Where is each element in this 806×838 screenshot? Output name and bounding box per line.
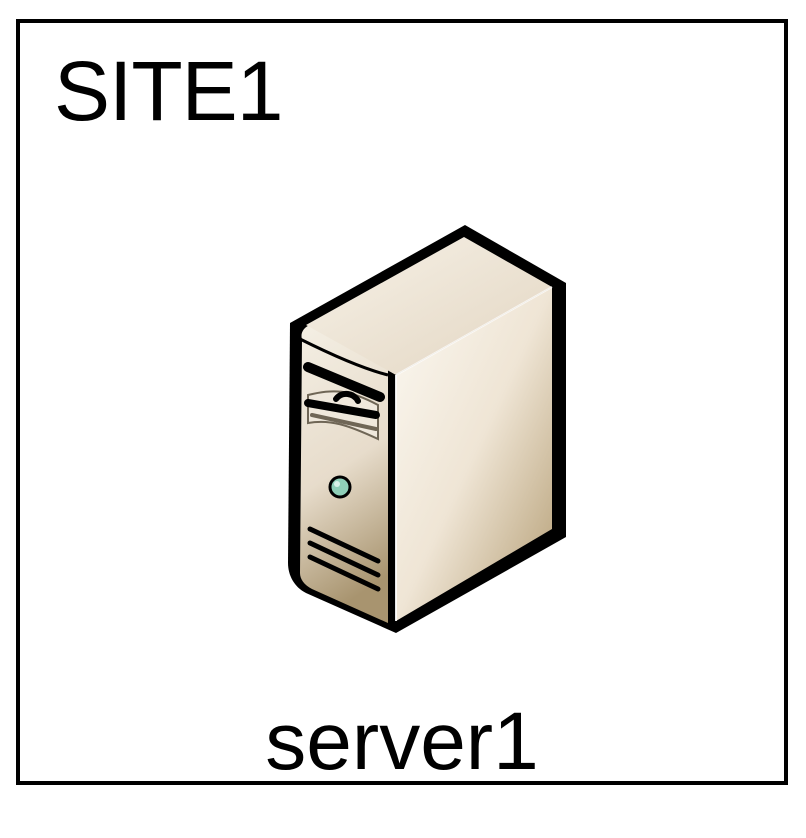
site-boundary: SITE1 <box>16 19 788 785</box>
server-tower-icon <box>288 225 566 633</box>
server-label: server1 <box>265 696 539 787</box>
site-label: SITE1 <box>54 44 283 138</box>
